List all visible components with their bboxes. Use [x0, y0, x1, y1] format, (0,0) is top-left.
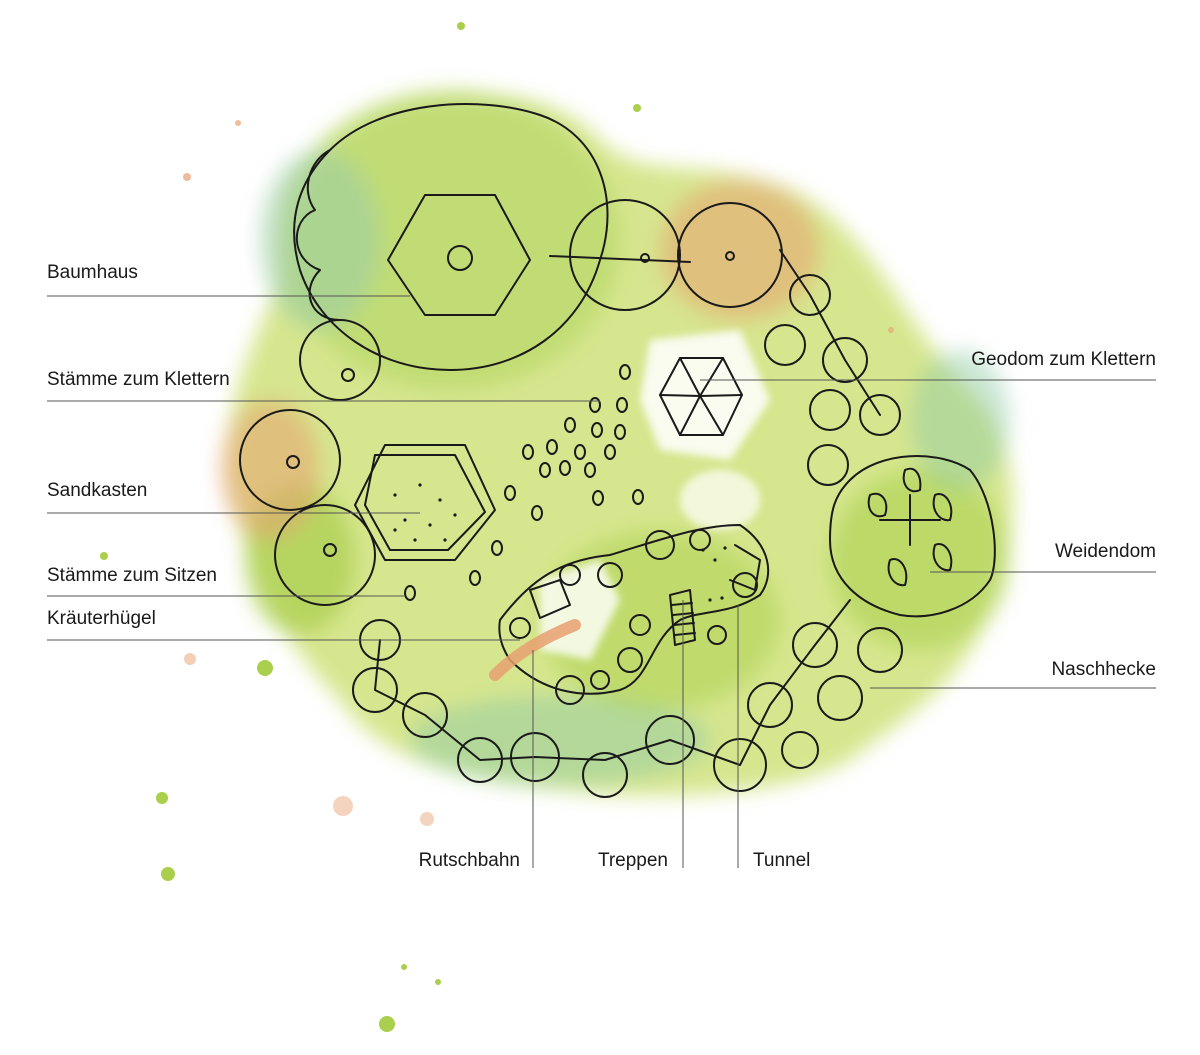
kraeuterhuegel-shape	[498, 524, 770, 695]
label-staemme-zum-sitzen: Stämme zum Sitzen	[47, 565, 217, 586]
label-naschhecke: Naschhecke	[1051, 659, 1156, 680]
baumhaus-canopy	[293, 103, 609, 371]
label-weidendom: Weidendom	[1054, 541, 1156, 562]
label-baumhaus: Baumhaus	[47, 262, 138, 283]
label-staemme-zum-klettern: Stämme zum Klettern	[47, 369, 230, 390]
label-geodom-zum-klettern: Geodom zum Klettern	[971, 349, 1156, 370]
stepping-logs	[404, 364, 644, 601]
weidendom-shape	[829, 455, 996, 618]
sandkasten-shape	[354, 444, 496, 561]
geodom-shape	[659, 357, 743, 436]
label-tunnel: Tunnel	[753, 850, 811, 871]
sand-dots	[393, 483, 727, 602]
label-rutschbahn: Rutschbahn	[418, 850, 520, 871]
ink-linework	[239, 103, 996, 798]
watercolor-wash	[220, 90, 1013, 796]
leader-lines	[47, 295, 1156, 868]
paint-splatters	[100, 22, 894, 1032]
rutschbahn-shape	[489, 619, 581, 681]
label-kraeuterhuegel: Kräuterhügel	[47, 608, 156, 629]
naschhecke-chain	[352, 249, 903, 798]
label-sandkasten: Sandkasten	[47, 480, 148, 501]
label-treppen: Treppen	[597, 850, 668, 871]
baumhaus-hexagon	[387, 194, 531, 316]
